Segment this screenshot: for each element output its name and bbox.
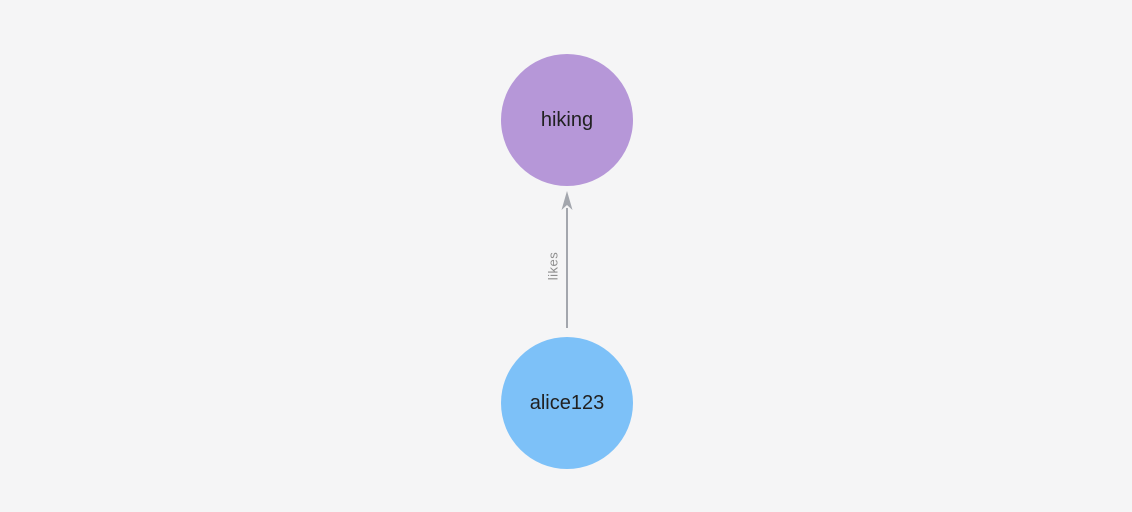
node-alice123[interactable]: alice123 bbox=[501, 337, 633, 469]
node-label: alice123 bbox=[529, 391, 605, 414]
node-label: hiking bbox=[540, 108, 594, 131]
edge-label-likes: likes bbox=[545, 251, 561, 281]
edge-arrowhead-icon bbox=[561, 191, 573, 210]
node-hiking[interactable]: hiking bbox=[501, 54, 633, 186]
